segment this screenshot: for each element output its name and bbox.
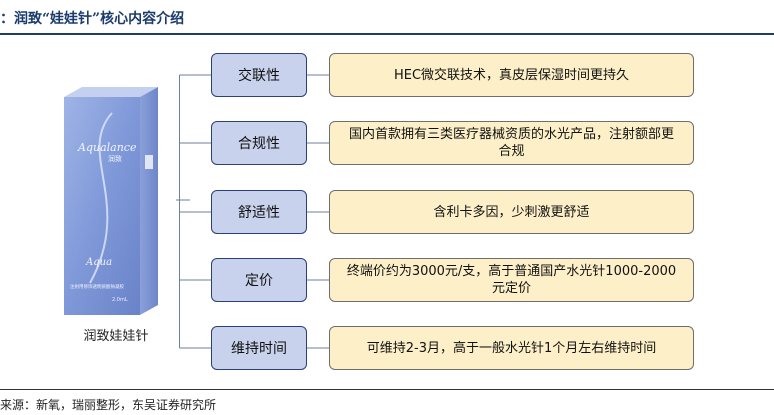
feature-crosslinking: 交联性 <box>211 53 307 97</box>
box-brand-script: Aqualance <box>77 141 137 154</box>
feature-comfort: 舒适性 <box>211 190 307 234</box>
box-top <box>64 87 158 97</box>
feature-pricing: 定价 <box>211 258 307 302</box>
box-small-script: Aqua <box>85 257 112 268</box>
feature-duration: 维持时间 <box>211 326 307 370</box>
box-volume: 2.0mL <box>112 297 128 303</box>
box-swirl <box>89 112 113 284</box>
footer-rule <box>0 389 774 390</box>
title-rule <box>0 33 774 35</box>
box-label-mark <box>145 155 153 169</box>
box-side <box>140 87 158 315</box>
desc-compliance: 国内首款拥有三类医疗器械资质的水光产品，注射额部更合规 <box>329 121 694 165</box>
desc-pricing: 终端价约为3000元/支，高于普通国产水光针1000-2000元定价 <box>329 258 694 302</box>
product-caption: 润致娃娃针 <box>83 329 149 344</box>
product-box-image: Aqualance 润致 Aqua 注射用修饰透明质酸钠凝胶 2.0mL <box>64 87 158 315</box>
desc-comfort: 含利卡多因，少刺激更舒适 <box>329 190 694 234</box>
feature-compliance: 合规性 <box>211 121 307 165</box>
page-title: ：润致“娃娃针”核心内容介绍 <box>0 11 185 27</box>
box-brand-cn: 润致 <box>108 154 122 163</box>
desc-duration: 可维持2-3月，高于一般水光针1个月左右维持时间 <box>329 326 694 370</box>
source-note: 来源：新氧，瑞丽整形，东吴证券研究所 <box>0 398 217 412</box>
desc-crosslinking: HEC微交联技术，真皮层保湿时间更持久 <box>329 53 694 97</box>
box-fine-print: 注射用修饰透明质酸钠凝胶 <box>70 283 124 290</box>
